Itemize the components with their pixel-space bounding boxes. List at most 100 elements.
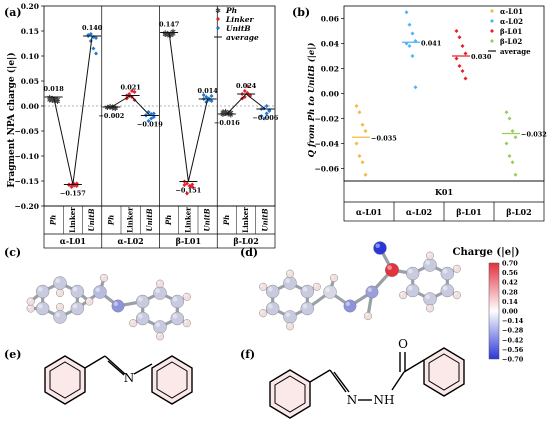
panel-b-point [504, 141, 509, 146]
colorbar-tick-label: −0.28 [502, 327, 524, 335]
panel-a-value-label: 0.018 [43, 85, 64, 93]
panel-b-point [360, 122, 365, 127]
atom-ball [265, 284, 280, 299]
panel-a-point: ✱ [223, 108, 229, 116]
panel-b-point [404, 10, 409, 15]
panel-b-point [510, 129, 515, 133]
atom-ball [364, 312, 373, 321]
atom-ball [99, 274, 108, 283]
atom-highlight [454, 292, 457, 296]
panel-a-point: ✱ [167, 31, 173, 39]
panel-a-point [185, 191, 190, 196]
panel-a-group-label: α-L01 [60, 236, 86, 246]
panel-b-point [454, 29, 459, 33]
atom-highlight [260, 310, 264, 314]
panel-a-group-label: β-L02 [233, 236, 258, 246]
panel-b-point [454, 56, 459, 61]
panel-d-letter: (d) [240, 246, 258, 259]
atom-ball [423, 258, 437, 272]
bond-e1 [84, 355, 106, 369]
panel-a-point: ✱ [167, 32, 173, 40]
bond-e3 [133, 363, 153, 375]
atom-highlight [442, 268, 448, 274]
panel-f: (f) O N NH [240, 337, 465, 419]
atom-ball [452, 264, 461, 273]
panel-b-value-label: 0.030 [471, 53, 492, 61]
atom-ball [283, 310, 297, 324]
colorbar-tick-label: 0.00 [502, 308, 518, 316]
ring-e1-inner [49, 361, 81, 399]
atom-highlight [285, 312, 290, 317]
atom-highlight [425, 260, 430, 265]
atom-highlight [28, 305, 31, 309]
panel-a-point: ✱ [49, 97, 55, 105]
atom-highlight [287, 270, 291, 274]
atom-ball [93, 285, 107, 299]
atom-highlight [55, 312, 60, 317]
panel-b-group-label: β-L02 [506, 207, 531, 217]
atom-highlight [427, 305, 431, 309]
atom-ball [399, 291, 408, 300]
atom-highlight [302, 303, 308, 309]
ring-f2-inner [428, 353, 460, 391]
panel-a-value-label: −0.016 [214, 119, 240, 127]
colorbar-ticks: 0.700.560.420.280.140.00−0.14−0.28−0.42−… [502, 260, 524, 364]
legend-a-label: Linker [225, 15, 255, 24]
bond-f1 [309, 369, 331, 383]
atom-highlight [408, 268, 413, 274]
panel-a-point [245, 84, 250, 88]
bond-e2 [104, 355, 126, 375]
legend-a-label: Ph [225, 6, 237, 15]
panel-a-point: ✱ [49, 95, 55, 103]
panel-b-value-label: 0.041 [421, 39, 441, 47]
atom-highlight [442, 285, 448, 291]
panel-a-plot: ✱✱✱✱✱✱✱✱✱✱✱✱✱✱✱✱✱✱✱✱✱✱✱✱✱✱✱✱✱✱✱✱0.018−0.… [43, 6, 279, 248]
atom-ball [170, 311, 185, 326]
panel-b-point [457, 35, 462, 40]
colorbar-title: Charge (|e|) [453, 247, 520, 258]
panel-b-ytick-label: 0.04 [321, 40, 339, 49]
atom-ball [405, 266, 420, 281]
legend-a-label: average [226, 33, 259, 42]
atom-highlight [345, 301, 350, 306]
panel-f-letter: (f) [240, 348, 255, 361]
panel-a-category-label: UnitB [145, 208, 154, 231]
panel-a-point [190, 185, 195, 189]
atom-highlight [38, 286, 43, 292]
atom-f-N: N [347, 393, 358, 407]
panel-b-point [507, 116, 512, 121]
panel-a-point [146, 119, 151, 123]
panel-a-point: ✱ [105, 104, 111, 112]
panel-a-point: ✱ [162, 30, 168, 38]
panel-b: (b) Q from Ph to UnitB (|e|) 0.060.040.0… [292, 5, 547, 222]
panel-a-ytick-label: 0.15 [21, 27, 39, 36]
panel-b-point [463, 51, 468, 56]
panel-b-point [410, 31, 415, 36]
atom-highlight [155, 322, 161, 327]
panel-a-point [190, 182, 195, 187]
bond-f2 [329, 369, 347, 393]
atom-ball [182, 319, 191, 328]
panel-c-letter: (c) [4, 246, 21, 259]
atom-ball [365, 285, 379, 299]
atom-ball [53, 276, 67, 290]
panel-b-point [513, 135, 518, 140]
panel-a-table-frame [43, 205, 276, 249]
panel-b-point [504, 110, 509, 115]
panel-b-point [407, 44, 412, 48]
panel-a-point [242, 89, 247, 93]
atom-highlight [302, 286, 308, 292]
atom-ball [265, 301, 280, 316]
panel-a-category-label: Linker [183, 207, 192, 233]
panel-a-category-label: UnitB [260, 208, 269, 231]
panel-a-category-label: Linker [68, 207, 77, 233]
panel-b-yticks: 0.060.040.020.00−0.02−0.04−0.06 [314, 15, 344, 174]
panel-b-ytick-label: 0.00 [321, 90, 339, 99]
atom-ball [440, 266, 455, 281]
atom-ball [26, 304, 35, 313]
panel-a-point: ✱ [112, 105, 118, 113]
panel-b-ytick-label: −0.04 [314, 140, 339, 149]
panel-b-group-label: α-L02 [406, 207, 432, 217]
atom-ball [405, 283, 420, 298]
atom-highlight [184, 320, 187, 324]
